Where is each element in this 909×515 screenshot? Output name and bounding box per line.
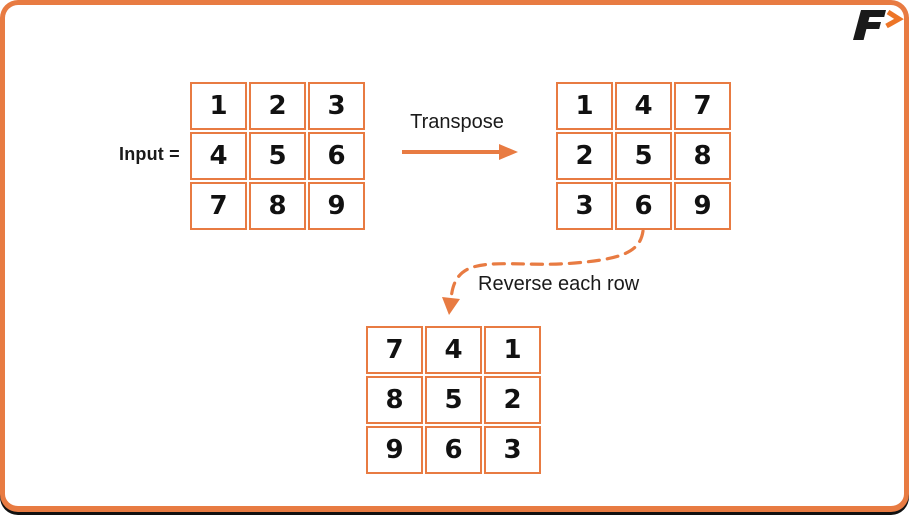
matrix-cell: 6 (425, 426, 482, 474)
matrix-transposed: 1 4 7 2 5 8 3 6 9 (556, 82, 731, 230)
matrix-cell: 3 (556, 182, 613, 230)
matrix-cell: 5 (615, 132, 672, 180)
matrix-cell: 4 (615, 82, 672, 130)
matrix-cell: 4 (190, 132, 247, 180)
matrix-reversed: 7 4 1 8 5 2 9 6 3 (366, 326, 541, 474)
matrix-cell: 9 (674, 182, 731, 230)
matrix-cell: 8 (366, 376, 423, 424)
right-chevron-icon (885, 9, 904, 29)
matrix-cell: 2 (484, 376, 541, 424)
matrix-cell: 7 (190, 182, 247, 230)
matrix-cell: 7 (366, 326, 423, 374)
transpose-arrow-icon (402, 144, 518, 160)
matrix-cell: 1 (484, 326, 541, 374)
input-label: Input = (119, 144, 180, 164)
brand-logo (853, 9, 904, 40)
matrix-cell: 2 (249, 82, 306, 130)
matrix-cell: 5 (425, 376, 482, 424)
matrix-cell: 8 (249, 182, 306, 230)
matrix-cell: 3 (484, 426, 541, 474)
matrix-cell: 1 (190, 82, 247, 130)
matrix-cell: 9 (308, 182, 365, 230)
matrix-cell: 6 (308, 132, 365, 180)
matrix-cell: 5 (249, 132, 306, 180)
reverse-step-label: Reverse each row (478, 273, 640, 295)
matrix-cell: 7 (674, 82, 731, 130)
matrix-cell: 8 (674, 132, 731, 180)
matrix-cell: 3 (308, 82, 365, 130)
matrix-cell: 6 (615, 182, 672, 230)
matrix-cell: 9 (366, 426, 423, 474)
matrix-input: 1 2 3 4 5 6 7 8 9 (190, 82, 365, 230)
matrix-cell: 4 (425, 326, 482, 374)
matrix-cell: 1 (556, 82, 613, 130)
logo-letter-f (853, 10, 886, 40)
matrix-cell: 2 (556, 132, 613, 180)
transpose-step-label: Transpose (410, 111, 504, 133)
